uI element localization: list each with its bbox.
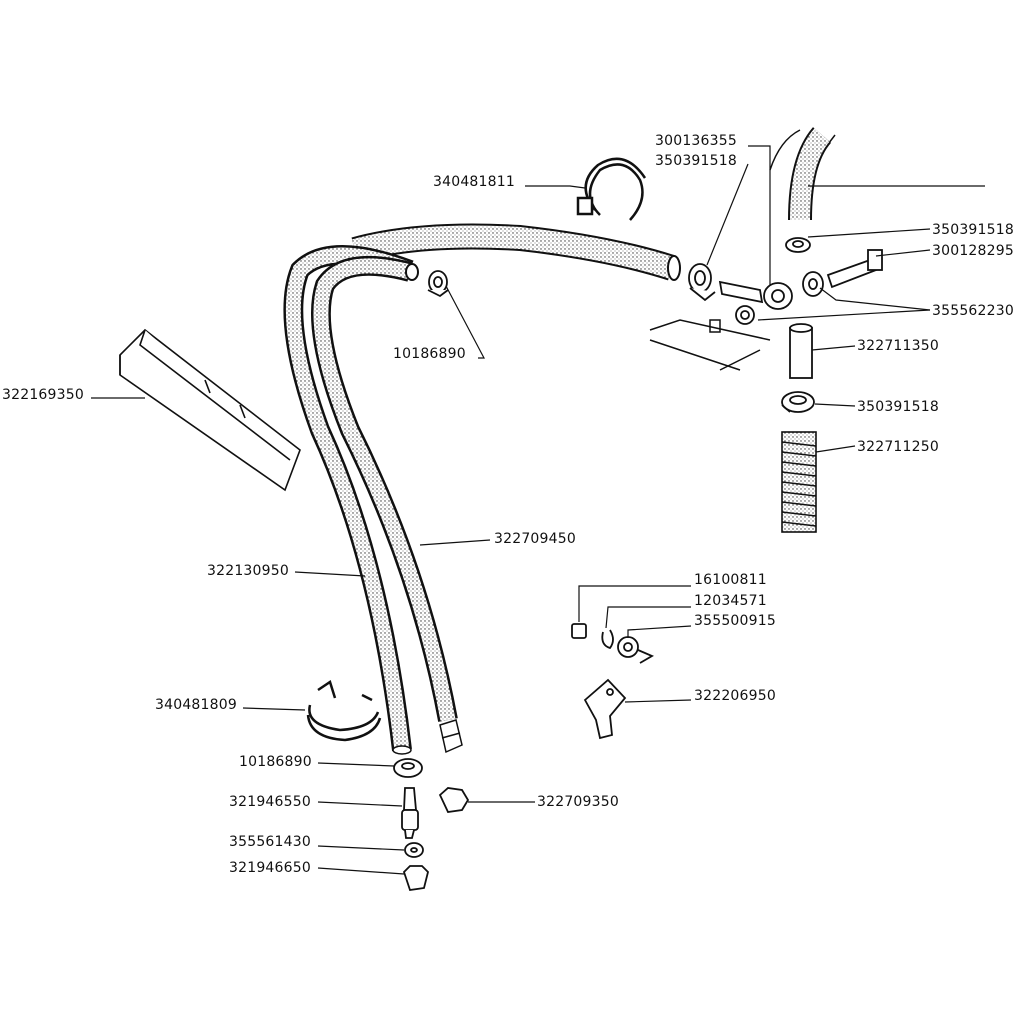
label-322130950: 322130950 xyxy=(207,563,289,579)
nut-10186890-top xyxy=(427,270,449,298)
label-322709450: 322709450 xyxy=(494,531,576,547)
label-340481809: 340481809 xyxy=(155,697,237,713)
clamp-350391518-b xyxy=(785,237,811,253)
lower-parts-stack xyxy=(393,758,470,891)
label-321946650: 321946650 xyxy=(229,860,311,876)
label-340481811: 340481811 xyxy=(433,174,515,190)
clamp-340481809 xyxy=(306,680,382,742)
top-hose-stub xyxy=(788,127,832,221)
hose-322709450 xyxy=(310,255,458,722)
label-300128295: 300128295 xyxy=(932,243,1014,259)
label-12034571: 12034571 xyxy=(694,593,767,609)
label-300136355: 300136355 xyxy=(655,133,737,149)
label-350391518-right: 350391518 xyxy=(932,222,1014,238)
label-322206950: 322206950 xyxy=(694,688,776,704)
banjo-assembly xyxy=(718,249,883,325)
label-350391518-mid: 350391518 xyxy=(857,399,939,415)
label-322169350: 322169350 xyxy=(2,387,84,403)
clamp-340481811 xyxy=(576,157,647,221)
clamp-350391518-c xyxy=(781,391,815,413)
bracket-322169350 xyxy=(119,328,301,492)
label-350391518-top: 350391518 xyxy=(655,153,737,169)
leader-lines xyxy=(91,145,985,875)
label-10186890-bottom: 10186890 xyxy=(239,754,312,770)
label-322711350: 322711350 xyxy=(857,338,939,354)
label-10186890-top: 10186890 xyxy=(393,346,466,362)
label-321946550: 321946550 xyxy=(229,794,311,810)
hose-322130950 xyxy=(283,245,414,752)
label-355562230: 355562230 xyxy=(932,303,1014,319)
upper-hose xyxy=(351,223,681,281)
hose-end-fitting xyxy=(392,719,463,755)
label-322711250: 322711250 xyxy=(857,439,939,455)
label-355500915: 355500915 xyxy=(694,613,776,629)
clamp-350391518-a xyxy=(688,263,716,302)
small-parts-group xyxy=(571,623,654,664)
label-322709350: 322709350 xyxy=(537,794,619,810)
tube-322711350 xyxy=(789,323,813,379)
bracket-322206950 xyxy=(583,678,627,740)
spring-322711250 xyxy=(781,431,817,533)
label-16100811: 16100811 xyxy=(694,572,767,588)
label-355561430: 355561430 xyxy=(229,834,311,850)
